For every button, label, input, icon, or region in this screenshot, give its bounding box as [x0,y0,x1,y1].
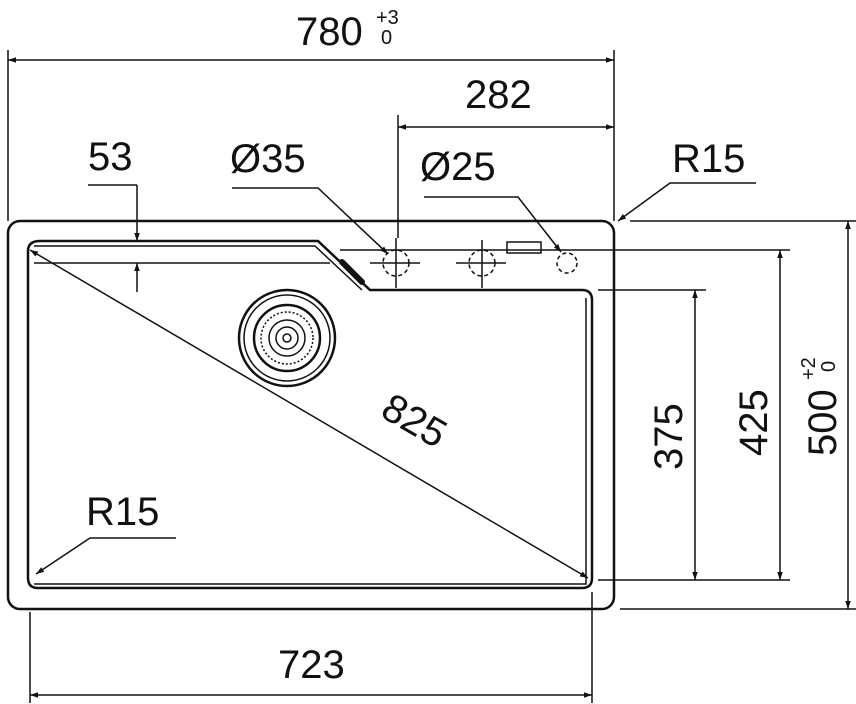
dim-bowl-width: 723 [278,643,345,687]
control-button [506,241,542,254]
bowl-outline [26,239,594,590]
dim-outer-corner-radius: R15 [672,137,745,181]
dim-tap-offset: 282 [465,73,532,117]
tol-upper: +3 [376,7,399,29]
accessory-hole [556,252,578,274]
drain-icon [237,288,337,388]
dim-overall-depth: 500 [801,389,845,456]
dim-inner-corner-radius: R15 [86,490,159,534]
dim-bowl-depth-short: 375 [647,403,691,470]
tol-upper: +2 [798,357,820,380]
dim-rim-width: 53 [88,135,133,179]
dim-bowl-depth-long: 425 [732,389,776,456]
dim-overall-width: 780 [296,10,363,54]
overflow-slot [339,259,365,285]
tol-lower: 0 [381,27,392,49]
tap-hole-2 [456,240,506,288]
dim-accessory-hole-diameter: Ø25 [420,145,496,189]
dim-diagonal: 825 [374,385,454,456]
dim-tap-hole-diameter: Ø35 [230,137,306,181]
tap-hole-1 [370,238,420,288]
tol-lower: 0 [818,361,840,372]
sink-outer-outline [6,219,616,611]
